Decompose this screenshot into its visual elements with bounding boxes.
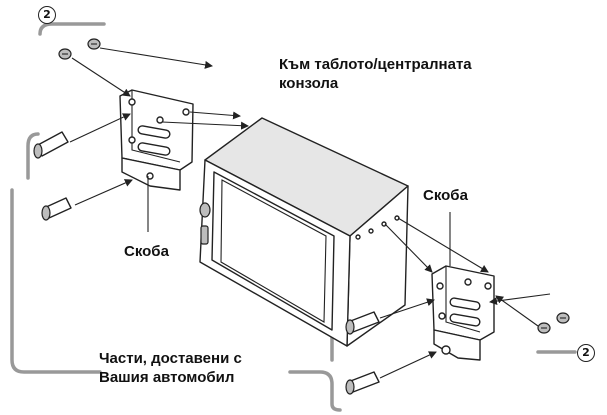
vehicle-parts-group-bracket <box>10 132 102 374</box>
vehicle-parts-label: Части, доставени с Вашия автомобил <box>99 350 242 386</box>
stereo-unit <box>199 117 409 347</box>
callout-number-bottom: 2 <box>577 344 595 362</box>
screw-icon <box>58 48 72 60</box>
bracket-right-part <box>431 265 495 361</box>
screw-icon <box>537 322 551 334</box>
bolt-icon <box>41 197 72 221</box>
screw-icon <box>556 312 570 324</box>
callout-number-top: 2 <box>38 6 56 24</box>
bolt-icon <box>33 131 69 159</box>
bracket-left-part <box>119 89 194 191</box>
bolt-icon <box>345 311 380 335</box>
screw-icon <box>87 38 101 50</box>
bracket-left-label: Скоба <box>124 243 169 260</box>
bracket-right-label: Скоба <box>423 187 468 204</box>
top-screws-group-bracket <box>38 22 106 36</box>
arrow-icon <box>69 47 551 379</box>
bolt-icon <box>345 371 380 395</box>
console-label: Към таблото/централната конзола <box>279 56 472 92</box>
